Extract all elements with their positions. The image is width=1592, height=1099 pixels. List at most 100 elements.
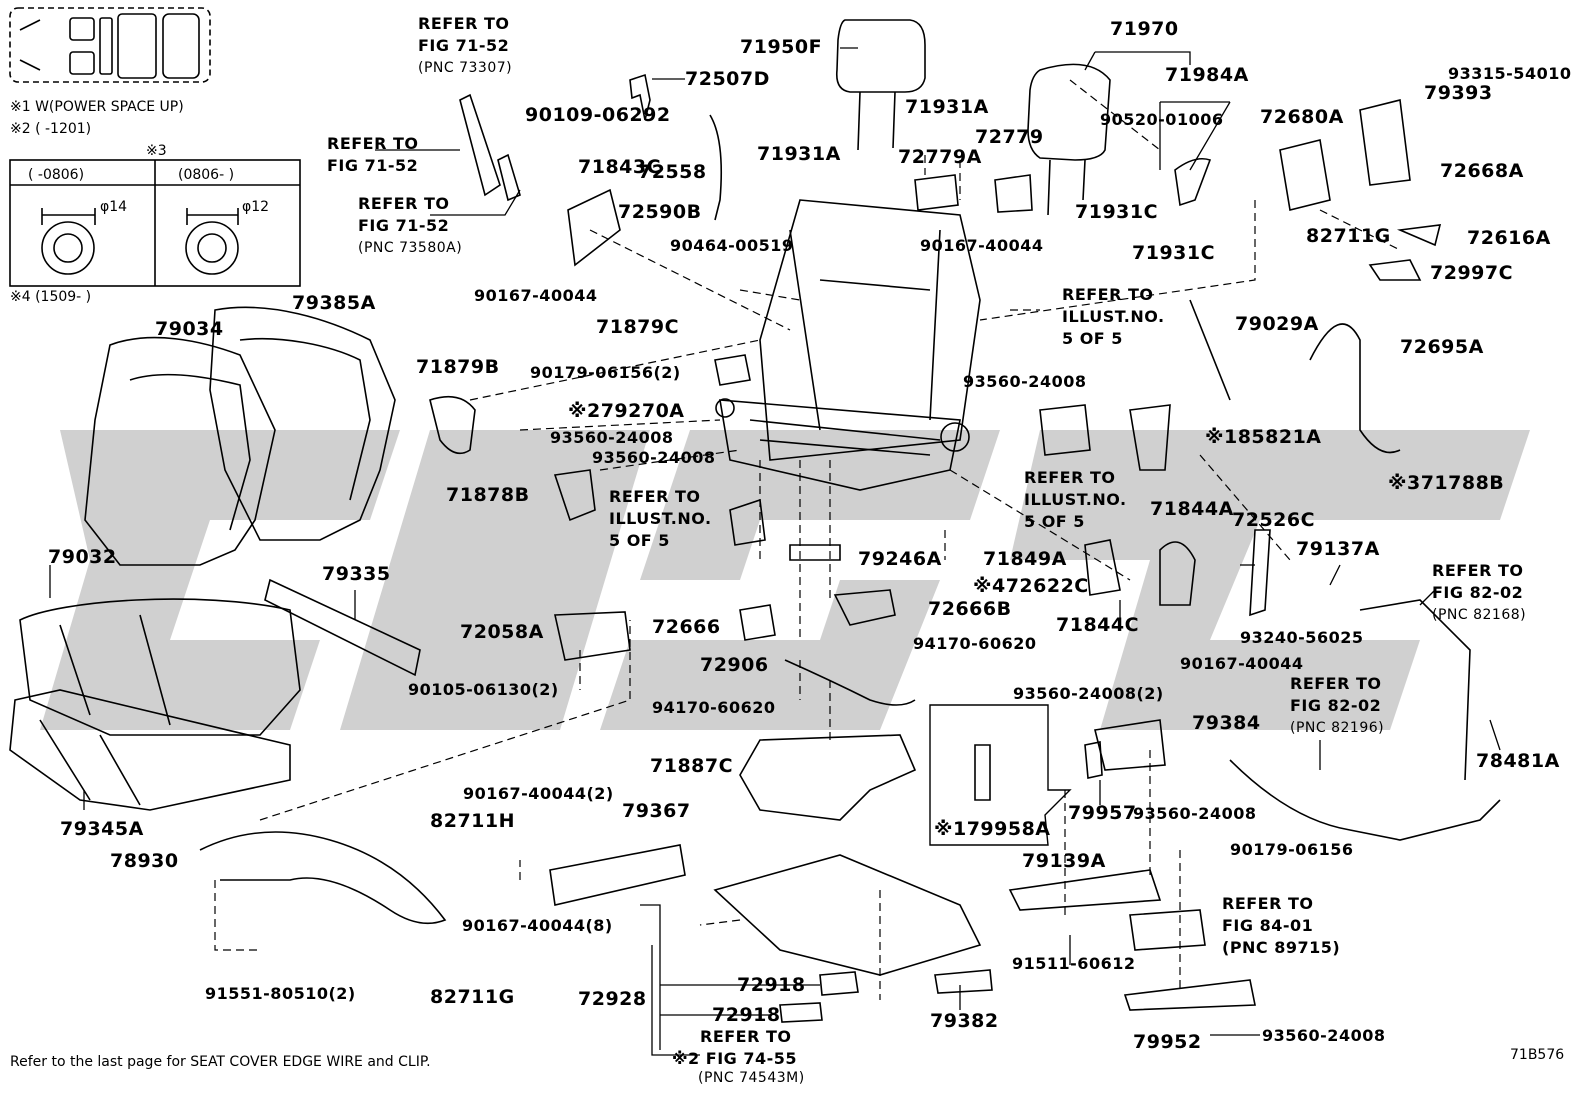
part-label-79958A[interactable]: ※179958A: [934, 818, 1051, 840]
part-label-71931C-upper[interactable]: 71931C: [1075, 201, 1159, 223]
part-label-79345A[interactable]: 79345A: [60, 818, 144, 840]
refer-line: REFER TO: [418, 14, 510, 33]
refer-fig-82-02-pnc-82196[interactable]: REFER TO FIG 82-02 (PNC 82196): [1290, 673, 1384, 739]
refer-fig-71-52-pnc-73580a[interactable]: REFER TO FIG 71-52 (PNC 73580A): [358, 193, 462, 259]
part-label-79385A[interactable]: 79385A: [292, 292, 376, 314]
part-label-71950F[interactable]: 71950F: [740, 36, 823, 58]
part-label-90105-06130-2[interactable]: 90105-06130(2): [408, 680, 559, 699]
part-label-72680A[interactable]: 72680A: [1260, 106, 1344, 128]
part-label-79032[interactable]: 79032: [48, 546, 117, 568]
part-label-71887C[interactable]: 71887C: [650, 755, 734, 777]
part-label-79384[interactable]: 79384: [1192, 712, 1261, 734]
part-label-93560-24008-f[interactable]: 93560-24008: [1262, 1026, 1386, 1045]
part-label-94170-60620-b[interactable]: 94170-60620: [652, 698, 776, 717]
part-label-79137A[interactable]: 79137A: [1296, 538, 1380, 560]
part-label-71931C-lower[interactable]: 71931C: [1132, 242, 1216, 264]
part-label-72695A[interactable]: 72695A: [1400, 336, 1484, 358]
part-label-90167-40044-left[interactable]: 90167-40044: [474, 286, 598, 305]
part-label-91511-60612[interactable]: 91511-60612: [1012, 954, 1136, 973]
refer-fig-84-01-pnc-89715[interactable]: REFER TO FIG 84-01 (PNC 89715): [1222, 893, 1340, 959]
part-label-93560-24008-2[interactable]: 93560-24008(2): [1013, 684, 1164, 703]
part-label-72668A[interactable]: 72668A: [1440, 160, 1524, 182]
part-label-72997C[interactable]: 72997C: [1430, 262, 1514, 284]
part-label-85821A[interactable]: ※185821A: [1205, 426, 1322, 448]
part-label-72526C[interactable]: 72526C: [1232, 509, 1316, 531]
part-label-79270A[interactable]: ※279270A: [568, 400, 685, 422]
part-label-90109-06292[interactable]: 90109-06292: [525, 104, 671, 126]
part-label-71844A[interactable]: 71844A: [1150, 498, 1234, 520]
refer-line: 5 OF 5: [609, 531, 670, 550]
part-label-78930[interactable]: 78930: [110, 850, 179, 872]
part-label-90520-01006[interactable]: 90520-01006: [1100, 110, 1224, 129]
part-label-72918-lower[interactable]: 72918: [712, 1004, 781, 1026]
part-label-71931A-upper[interactable]: 71931A: [905, 96, 989, 118]
refer-line: REFER TO: [700, 1027, 792, 1046]
part-label-71878B[interactable]: 71878B: [446, 484, 530, 506]
part-label-93560-24008-c[interactable]: 93560-24008: [963, 372, 1087, 391]
part-label-93560-24008-e[interactable]: 93560-24008: [1133, 804, 1257, 823]
part-label-79367[interactable]: 79367: [622, 800, 691, 822]
part-label-79957[interactable]: 79957: [1068, 802, 1137, 824]
part-label-72590B[interactable]: 72590B: [618, 201, 702, 223]
part-label-90179-06156-2[interactable]: 90179-06156(2): [530, 363, 681, 382]
part-label-82711G-top[interactable]: 82711G: [1306, 225, 1391, 247]
part-label-82711H[interactable]: 82711H: [430, 810, 516, 832]
part-label-71931A-lower[interactable]: 71931A: [757, 143, 841, 165]
diagram-code: 71B576: [1510, 1047, 1565, 1063]
refer-line: REFER TO: [1222, 894, 1314, 913]
part-label-71844C[interactable]: 71844C: [1056, 614, 1140, 636]
part-label-72622C[interactable]: ※472622C: [973, 575, 1089, 597]
part-label-79029A[interactable]: 79029A: [1235, 313, 1319, 335]
part-label-90464-00519[interactable]: 90464-00519: [670, 236, 794, 255]
part-label-72666[interactable]: 72666: [652, 616, 721, 638]
part-label-72558[interactable]: 72558: [638, 161, 707, 183]
part-label-72918-upper[interactable]: 72918: [737, 974, 806, 996]
part-label-93240-56025[interactable]: 93240-56025: [1240, 628, 1364, 647]
part-label-93315-54010[interactable]: 93315-54010: [1448, 64, 1572, 83]
part-label-71849A[interactable]: 71849A: [983, 548, 1067, 570]
part-label-91551-80510-2[interactable]: 91551-80510(2): [205, 984, 356, 1003]
refer-illust-5-of-5-left[interactable]: REFER TO ILLUST.NO. 5 OF 5: [609, 486, 712, 552]
part-label-93560-24008-a[interactable]: 93560-24008: [550, 428, 674, 447]
part-label-72779A[interactable]: 72779A: [898, 146, 982, 168]
part-label-72507D[interactable]: 72507D: [685, 68, 770, 90]
legend-note-4: ※4 (1509- ): [10, 289, 92, 305]
part-label-71843C[interactable]: 71843C: [578, 156, 662, 178]
refer-fig-82-02-pnc-82168[interactable]: REFER TO FIG 82-02 (PNC 82168): [1432, 560, 1526, 626]
part-label-78481A[interactable]: 78481A: [1476, 750, 1560, 772]
refer-fig-71-52-pnc-73307[interactable]: REFER TO FIG 71-52 (PNC 73307): [418, 13, 512, 79]
part-label-79139A[interactable]: 79139A: [1022, 850, 1106, 872]
part-label-79382[interactable]: 79382: [930, 1010, 999, 1032]
part-label-90167-40044-2[interactable]: 90167-40044(2): [463, 784, 614, 803]
part-label-79034[interactable]: 79034: [155, 318, 224, 340]
legend-vehicle-icon-box: [9, 7, 211, 83]
refer-line: FIG 71-52: [327, 156, 419, 175]
part-label-71879C[interactable]: 71879C: [596, 316, 680, 338]
part-label-72058A[interactable]: 72058A: [460, 621, 544, 643]
refer-fig-74-55-pnc-74543m[interactable]: REFER TO ※2 FIG 74-55 (PNC 74543M): [672, 1026, 805, 1086]
part-label-71788B[interactable]: ※371788B: [1388, 472, 1505, 494]
part-label-93560-24008-b[interactable]: 93560-24008: [592, 448, 716, 467]
refer-fig-71-52[interactable]: REFER TO FIG 71-52: [327, 133, 419, 177]
refer-illust-5-of-5-right[interactable]: REFER TO ILLUST.NO. 5 OF 5: [1024, 467, 1127, 533]
part-label-90179-06156[interactable]: 90179-06156: [1230, 840, 1354, 859]
part-label-94170-60620-a[interactable]: 94170-60620: [913, 634, 1037, 653]
part-label-79952[interactable]: 79952: [1133, 1031, 1202, 1053]
part-label-71970[interactable]: 71970: [1110, 18, 1179, 40]
refer-illust-5-of-5-upper[interactable]: REFER TO ILLUST.NO. 5 OF 5: [1062, 284, 1165, 350]
part-label-90167-40044-top[interactable]: 90167-40044: [920, 236, 1044, 255]
part-label-72906[interactable]: 72906: [700, 654, 769, 676]
part-label-79335[interactable]: 79335: [322, 563, 391, 585]
part-label-71984A[interactable]: 71984A: [1165, 64, 1249, 86]
part-label-79246A[interactable]: 79246A: [858, 548, 942, 570]
part-label-71879B[interactable]: 71879B: [416, 356, 500, 378]
part-label-90167-40044-8[interactable]: 90167-40044(8): [462, 916, 613, 935]
part-label-90167-40044-right[interactable]: 90167-40044: [1180, 654, 1304, 673]
part-label-72666B[interactable]: 72666B: [928, 598, 1012, 620]
part-label-72779[interactable]: 72779: [975, 126, 1044, 148]
part-label-79393[interactable]: 79393: [1424, 82, 1493, 104]
part-label-72928[interactable]: 72928: [578, 988, 647, 1010]
part-label-82711G-bottom[interactable]: 82711G: [430, 986, 515, 1008]
part-label-72616A[interactable]: 72616A: [1467, 227, 1551, 249]
